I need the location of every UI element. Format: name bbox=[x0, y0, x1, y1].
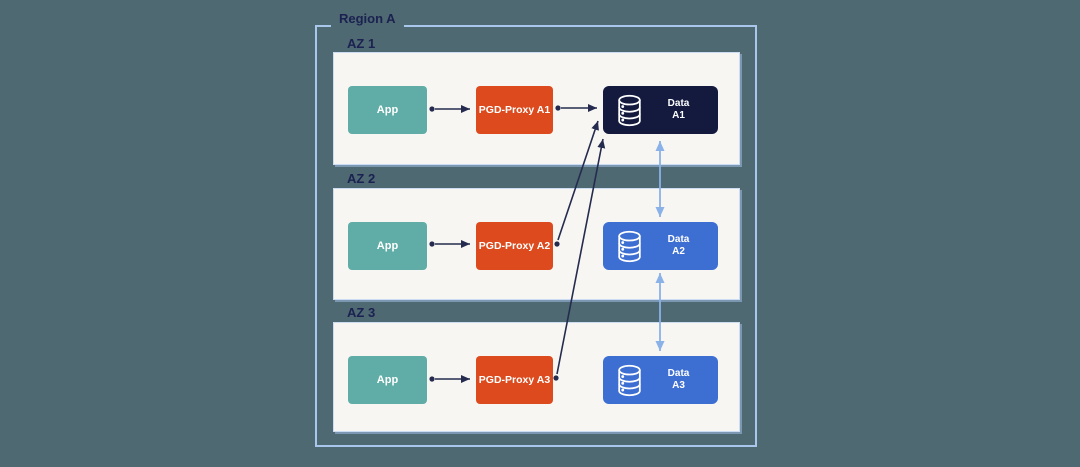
app-node-label: App bbox=[376, 240, 399, 252]
data-node-label-line1: Data bbox=[667, 367, 690, 379]
pgd-proxy-a1-node: PGD-Proxy A1 bbox=[476, 86, 553, 134]
proxy-node-label: PGD-Proxy A2 bbox=[478, 240, 551, 252]
data-node-label: Data A1 bbox=[643, 98, 718, 123]
data-node-label-line2: A2 bbox=[672, 246, 685, 257]
pgd-proxy-a2-node: PGD-Proxy A2 bbox=[476, 222, 553, 270]
app-node-az2: App bbox=[348, 222, 427, 270]
database-icon bbox=[618, 94, 641, 126]
data-node-label: Data A3 bbox=[643, 368, 718, 393]
proxy-node-label: PGD-Proxy A1 bbox=[478, 104, 551, 116]
az2-panel: App PGD-Proxy A2 Data A2 bbox=[333, 188, 740, 300]
data-a1-node: Data A1 bbox=[603, 86, 718, 134]
data-node-label-line1: Data bbox=[667, 233, 690, 245]
region-a-boundary: Region A bbox=[315, 11, 757, 447]
az3-panel: App PGD-Proxy A3 Data A3 bbox=[333, 322, 740, 432]
proxy-node-label: PGD-Proxy A3 bbox=[478, 374, 551, 386]
data-node-label-line2: A3 bbox=[672, 380, 685, 391]
app-node-az1: App bbox=[348, 86, 427, 134]
az1-label: AZ 1 bbox=[347, 36, 376, 51]
app-node-az3: App bbox=[348, 356, 427, 404]
data-node-label: Data A2 bbox=[643, 234, 718, 259]
data-node-label-line1: Data bbox=[667, 97, 690, 109]
region-label: Region A bbox=[331, 11, 404, 30]
data-a2-node: Data A2 bbox=[603, 222, 718, 270]
data-node-label-line2: A1 bbox=[672, 110, 685, 121]
database-icon bbox=[618, 364, 641, 396]
az3-label: AZ 3 bbox=[347, 305, 376, 320]
pgd-proxy-a3-node: PGD-Proxy A3 bbox=[476, 356, 553, 404]
app-node-label: App bbox=[376, 104, 399, 116]
app-node-label: App bbox=[376, 374, 399, 386]
database-icon bbox=[618, 230, 641, 262]
az1-panel: App PGD-Proxy A1 Data A1 bbox=[333, 52, 740, 165]
data-a3-node: Data A3 bbox=[603, 356, 718, 404]
az2-label: AZ 2 bbox=[347, 171, 376, 186]
